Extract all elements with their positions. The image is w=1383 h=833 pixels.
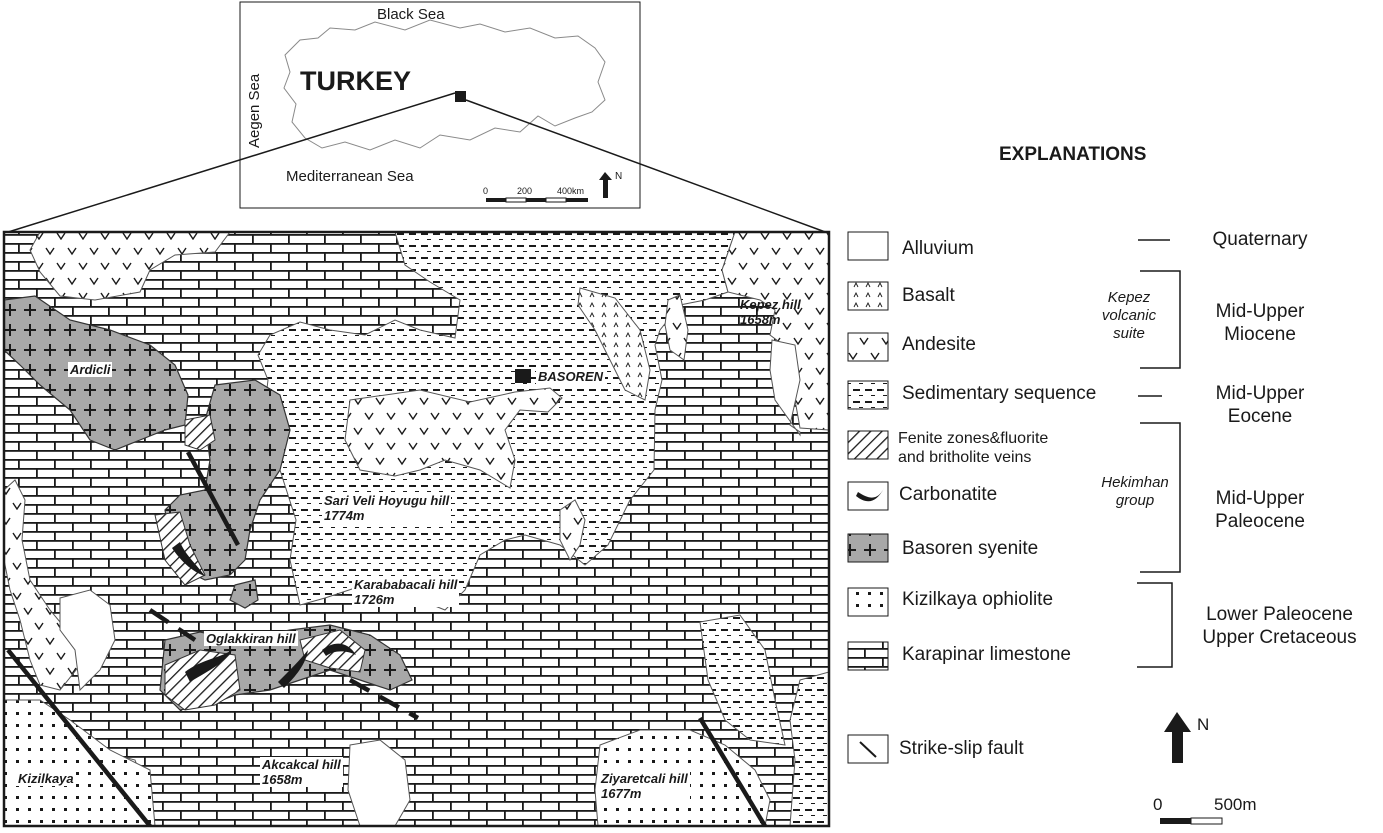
study-area-marker [455, 91, 466, 102]
fenite-zone-ardicli [184, 414, 216, 451]
legend-swatches [847, 231, 889, 764]
carbonatite-symbol [856, 488, 884, 502]
fenite-zone-oglakkiran [164, 649, 241, 711]
swatch-ophiolite [847, 587, 889, 617]
turkey-label: TURKEY [300, 66, 412, 96]
black-sea-label: Black Sea [377, 6, 445, 23]
age-label-miocene: Mid-Upper Miocene [1215, 301, 1305, 345]
legend-item-syenite: Basoren syenite [902, 538, 1039, 559]
group-label-hekimhan: Hekimhan group [1101, 474, 1169, 509]
swatch-sedimentary [847, 380, 889, 410]
legend-title: EXPLANATIONS [999, 144, 1147, 165]
inset-north-label: N [615, 171, 623, 182]
legend-item-fault: Strike-slip fault [899, 738, 1024, 759]
swatch-fenite [847, 430, 889, 460]
legend-item-fenite: Fenite zones&fluorite and britholite vei… [898, 430, 1049, 466]
basoren-syenite-small [229, 579, 259, 609]
legend-item-ophiolite: Kizilkaya ophiolite [902, 589, 1054, 610]
alluvium-south [347, 739, 411, 826]
age-label-cretaceous: Lower Paleocene Upper Cretaceous [1202, 604, 1357, 648]
inset-scale-200: 200 [517, 186, 533, 196]
legend-item-andesite: Andesite [902, 334, 976, 355]
aegean-sea-label: Aegen Sea [246, 73, 263, 148]
inset-north-arrow [599, 172, 612, 198]
andesite-lens-1 [577, 287, 651, 401]
north-arrow-label: N [1197, 715, 1210, 734]
connector-line-right [465, 99, 829, 234]
mediterranean-label: Mediterranean Sea [286, 168, 414, 185]
inset-scale-bar [486, 197, 588, 203]
legend-item-carbonatite: Carbonatite [899, 484, 998, 505]
legend-brackets [1137, 239, 1181, 668]
legend-item-alluvium: Alluvium [902, 238, 974, 259]
turkey-outline [283, 19, 606, 151]
geological-map [2, 230, 831, 828]
age-label-quaternary: Quaternary [1212, 229, 1308, 250]
carbonatite-oglakkiran-1 [185, 650, 232, 682]
alluvium-ne [769, 339, 801, 437]
scale-bar [1160, 817, 1223, 825]
place-label-oglakkiran: Oglakkiran hill [204, 631, 298, 646]
scale-label-500: 500m [1214, 795, 1257, 814]
strike-slip-faults [6, 450, 767, 826]
place-label-akcakcal: Akcakcal hill 1658m [260, 757, 343, 787]
age-label-eocene: Mid-Upper Eocene [1215, 383, 1305, 427]
place-label-sari-veli: Sari Veli Hoyugu hill 1774m [322, 493, 452, 523]
legend-item-limestone: Karapinar limestone [902, 644, 1071, 665]
place-label-kepez: Kepez hill 1658m [740, 297, 801, 327]
north-arrow [1164, 712, 1191, 763]
andesite-central [344, 387, 563, 489]
andesite-lens-3 [559, 499, 586, 561]
alluvium-west [59, 589, 116, 692]
sedimentary-sequence-se [789, 671, 829, 826]
basoren-town-marker [515, 369, 531, 383]
kizilkaya-ophiolite-sw [4, 699, 156, 826]
age-label-paleocene: Mid-Upper Paleocene [1215, 488, 1305, 532]
legend-item-basalt: Basalt [902, 285, 955, 306]
andesite-north [29, 232, 231, 301]
sedimentary-sequence-east [699, 614, 786, 746]
map-frame [2, 230, 831, 828]
place-label-karababacali: Karababacali hill 1726m [352, 577, 460, 607]
carbonatite-oglakkiran-3 [322, 643, 356, 656]
inset-scale-400: 400km [557, 186, 585, 196]
place-label-kizilkaya: Kizilkaya [16, 771, 76, 786]
swatch-limestone [847, 641, 889, 671]
group-label-kepez-suite: Kepez volcanic suite [1101, 289, 1157, 342]
inset-scale-0: 0 [483, 186, 489, 196]
carbonatite-oglakkiran-2 [278, 650, 308, 688]
place-label-basoren: BASOREN [536, 369, 606, 384]
swatch-alluvium [847, 231, 889, 261]
scale-label-0: 0 [1153, 795, 1163, 814]
swatch-andesite [847, 332, 889, 362]
carbonatite-central [172, 542, 205, 576]
swatch-syenite [847, 533, 889, 563]
swatch-carbonatite [847, 481, 889, 511]
andesite-lens-2 [664, 294, 689, 361]
connector-line-left [4, 92, 456, 234]
fault-symbol [859, 741, 877, 758]
place-label-ziyaretcali: Ziyaretcali hill 1677m [599, 771, 690, 801]
place-label-ardicli: Ardicli [68, 362, 113, 377]
swatch-basalt [847, 281, 889, 311]
legend-item-sedimentary: Sedimentary sequence [902, 383, 1097, 404]
